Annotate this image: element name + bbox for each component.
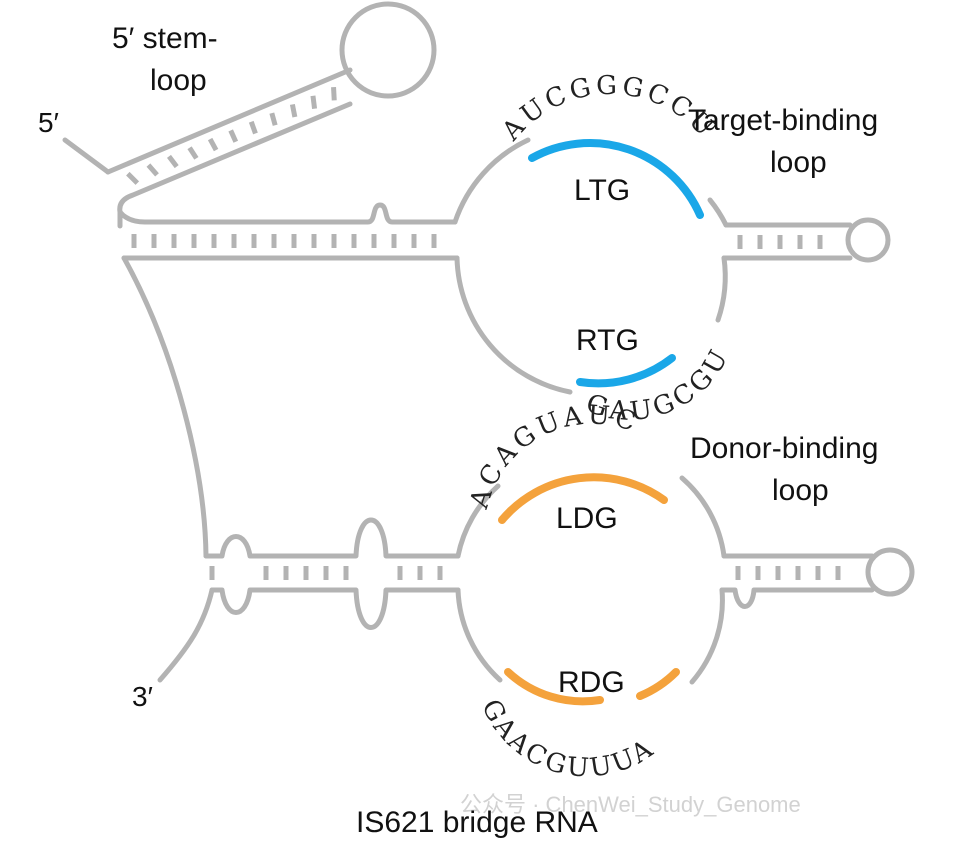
donor-loop-bottom-left [455,587,503,683]
diagram-caption: IS621 bridge RNA [356,806,598,839]
donor-hairpin-cap [865,547,915,597]
stem-loop-base-pair [207,137,219,152]
rdg-guide-arc-left [504,668,604,706]
five-prime-label: 5′ [38,107,59,138]
ltg-guide-arc [528,139,704,219]
target-loop-bottom-left [454,255,573,395]
rtg-label: RTG [576,324,639,357]
target-loop-right-upper [707,197,729,228]
watermark: 公众号 · ChenWei_Study_Genome [460,792,801,817]
stem-loop-label-line1: 5′ stem- [112,22,218,55]
donor-loop-top-left [455,483,501,559]
stem-loop-base-pair [248,120,258,135]
ldg-sequence: ACAGUAUC [464,400,643,513]
target-loop-label-line1: Target-binding [688,104,878,137]
donor-loop-right [679,475,727,559]
three-prime-tail [157,587,215,683]
rdg-sequence: GAACGUUUA [475,695,660,784]
stem-loop-label-line2: loop [150,64,207,97]
stem-loop-base-pair [310,95,318,109]
stem-loop-cap [339,1,437,99]
donor-loop-label-line1: Donor-binding [690,432,878,465]
stem-loop-base-pair [289,103,298,118]
three-prime-label: 3′ [132,681,153,712]
five-prime-tail [62,137,111,175]
crossover-strand [121,255,209,559]
rdg-label: RDG [558,666,625,699]
target-loop-label-line2: loop [770,146,827,179]
target-loop-right-lower [715,255,728,323]
target-hairpin-cap [845,217,891,263]
donor-loop-label-line2: loop [772,474,829,507]
donor-hairpin-bottom [719,587,875,609]
base-pairs [126,86,841,580]
stem-loop-base-pair [331,86,337,101]
stem-loop-base-pair [146,163,159,177]
target-loop-top-left [452,137,531,225]
donor-loop-bottom-right [689,587,725,685]
stem-loop-base-pair [187,146,199,160]
stem-loop-base-pair [269,112,278,126]
ldg-guide-arc [498,473,668,524]
rtg-guide-arc [576,354,676,388]
stem-loop-base-pair [228,129,239,143]
stem-loop-base-pair [126,171,140,185]
stem-loop-base-pair [166,154,179,169]
ldg-label: LDG [556,502,618,535]
donor-bottom-strand [209,587,461,630]
donor-top-strand [203,517,461,559]
rdg-guide-arc-right [636,668,680,700]
stem-loop-upper-strand [105,67,353,175]
top-strand-left [117,202,458,225]
rna-backbone [62,1,915,685]
ltg-label: LTG [574,174,630,207]
